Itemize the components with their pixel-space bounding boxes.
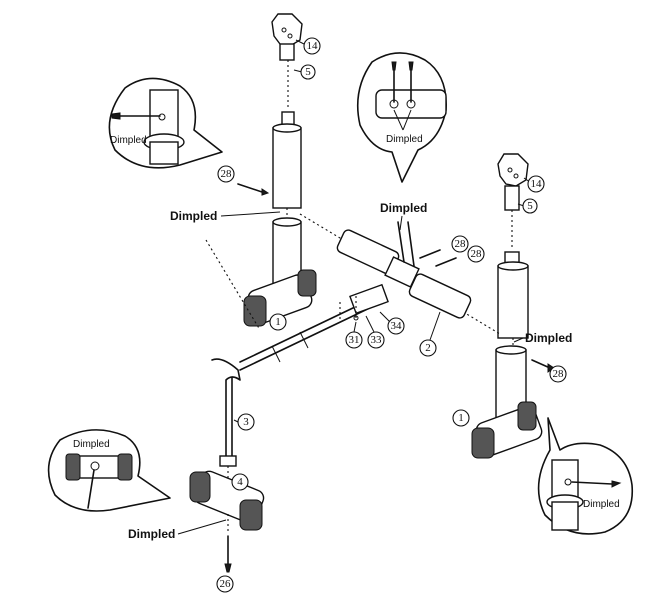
part-callout-28b: [451, 235, 469, 253]
zoom-bubble-bottom-right: Dimpled: [537, 417, 634, 535]
dimpled-label-bubble-tl: Dimpled: [110, 135, 147, 146]
part-number-26: 26: [220, 578, 232, 590]
part-callout-5a: [300, 64, 316, 80]
part-callout-31: [345, 331, 363, 349]
part-callout-2: [419, 339, 437, 357]
part-callout-1b: [452, 409, 470, 427]
front-foot: [189, 470, 265, 573]
dimpled-label-front-foot: Dimpled: [128, 527, 175, 541]
part-number-28c: 28: [471, 248, 483, 260]
part-number-1a: 1: [275, 316, 281, 328]
part-callout-4: [231, 473, 249, 491]
part-callout-26: [216, 575, 234, 593]
part-number-14a: 14: [307, 40, 319, 52]
dimpled-label-bubble-tc: Dimpled: [386, 134, 423, 145]
part-callout-5b: [522, 198, 538, 214]
dimpled-label-bubble-br: Dimpled: [583, 499, 620, 510]
right-upright-post: [471, 153, 543, 459]
part-number-2: 2: [425, 342, 431, 354]
part-number-4: 4: [237, 476, 243, 488]
center-rails: [205, 239, 389, 371]
zoom-bubble-top-center: Dimpled: [356, 52, 447, 183]
part-number-5b: 5: [527, 200, 533, 212]
part-callout-34: [387, 317, 405, 335]
part-number-34: 34: [391, 320, 403, 332]
front-leg: [211, 358, 241, 490]
part-callout-28d: [549, 365, 567, 383]
part-callout-3: [237, 413, 255, 431]
left-upright-post: [243, 13, 317, 327]
screw-markers: [237, 183, 555, 373]
part-number-28b: 28: [455, 238, 467, 250]
part-number-5a: 5: [305, 66, 311, 78]
part-number-33: 33: [371, 334, 383, 346]
part-callout-33: [367, 331, 385, 349]
zoom-bubble-top-left: Dimpled: [108, 77, 223, 169]
part-number-3: 3: [243, 416, 249, 428]
cross-tube: [299, 213, 501, 335]
dimpled-label-cross-tube: Dimpled: [380, 201, 427, 215]
part-callout-1a: [269, 313, 287, 331]
dimpled-label-bubble-bl: Dimpled: [73, 439, 110, 450]
dimpled-label-right-post: Dimpled: [525, 331, 572, 345]
part-number-28a: 28: [221, 168, 233, 180]
part-number-28d: 28: [553, 368, 565, 380]
part-number-callouts: 14 5 28 14 5 28 28 28 34 33 31 2 1: [216, 37, 567, 593]
dimpled-leaders: Dimpled Dimpled Dimpled Dimpled: [128, 201, 572, 541]
part-number-14b: 14: [531, 178, 543, 190]
dimpled-label-left-post: Dimpled: [170, 209, 217, 223]
part-number-31: 31: [349, 334, 360, 346]
part-callout-28c: [467, 245, 485, 263]
zoom-bubble-bottom-left: Dimpled: [47, 429, 171, 512]
part-number-1b: 1: [458, 412, 464, 424]
part-callout-28a: [217, 165, 235, 183]
part-callout-14b: [527, 175, 545, 193]
part-callout-14a: [303, 37, 321, 55]
